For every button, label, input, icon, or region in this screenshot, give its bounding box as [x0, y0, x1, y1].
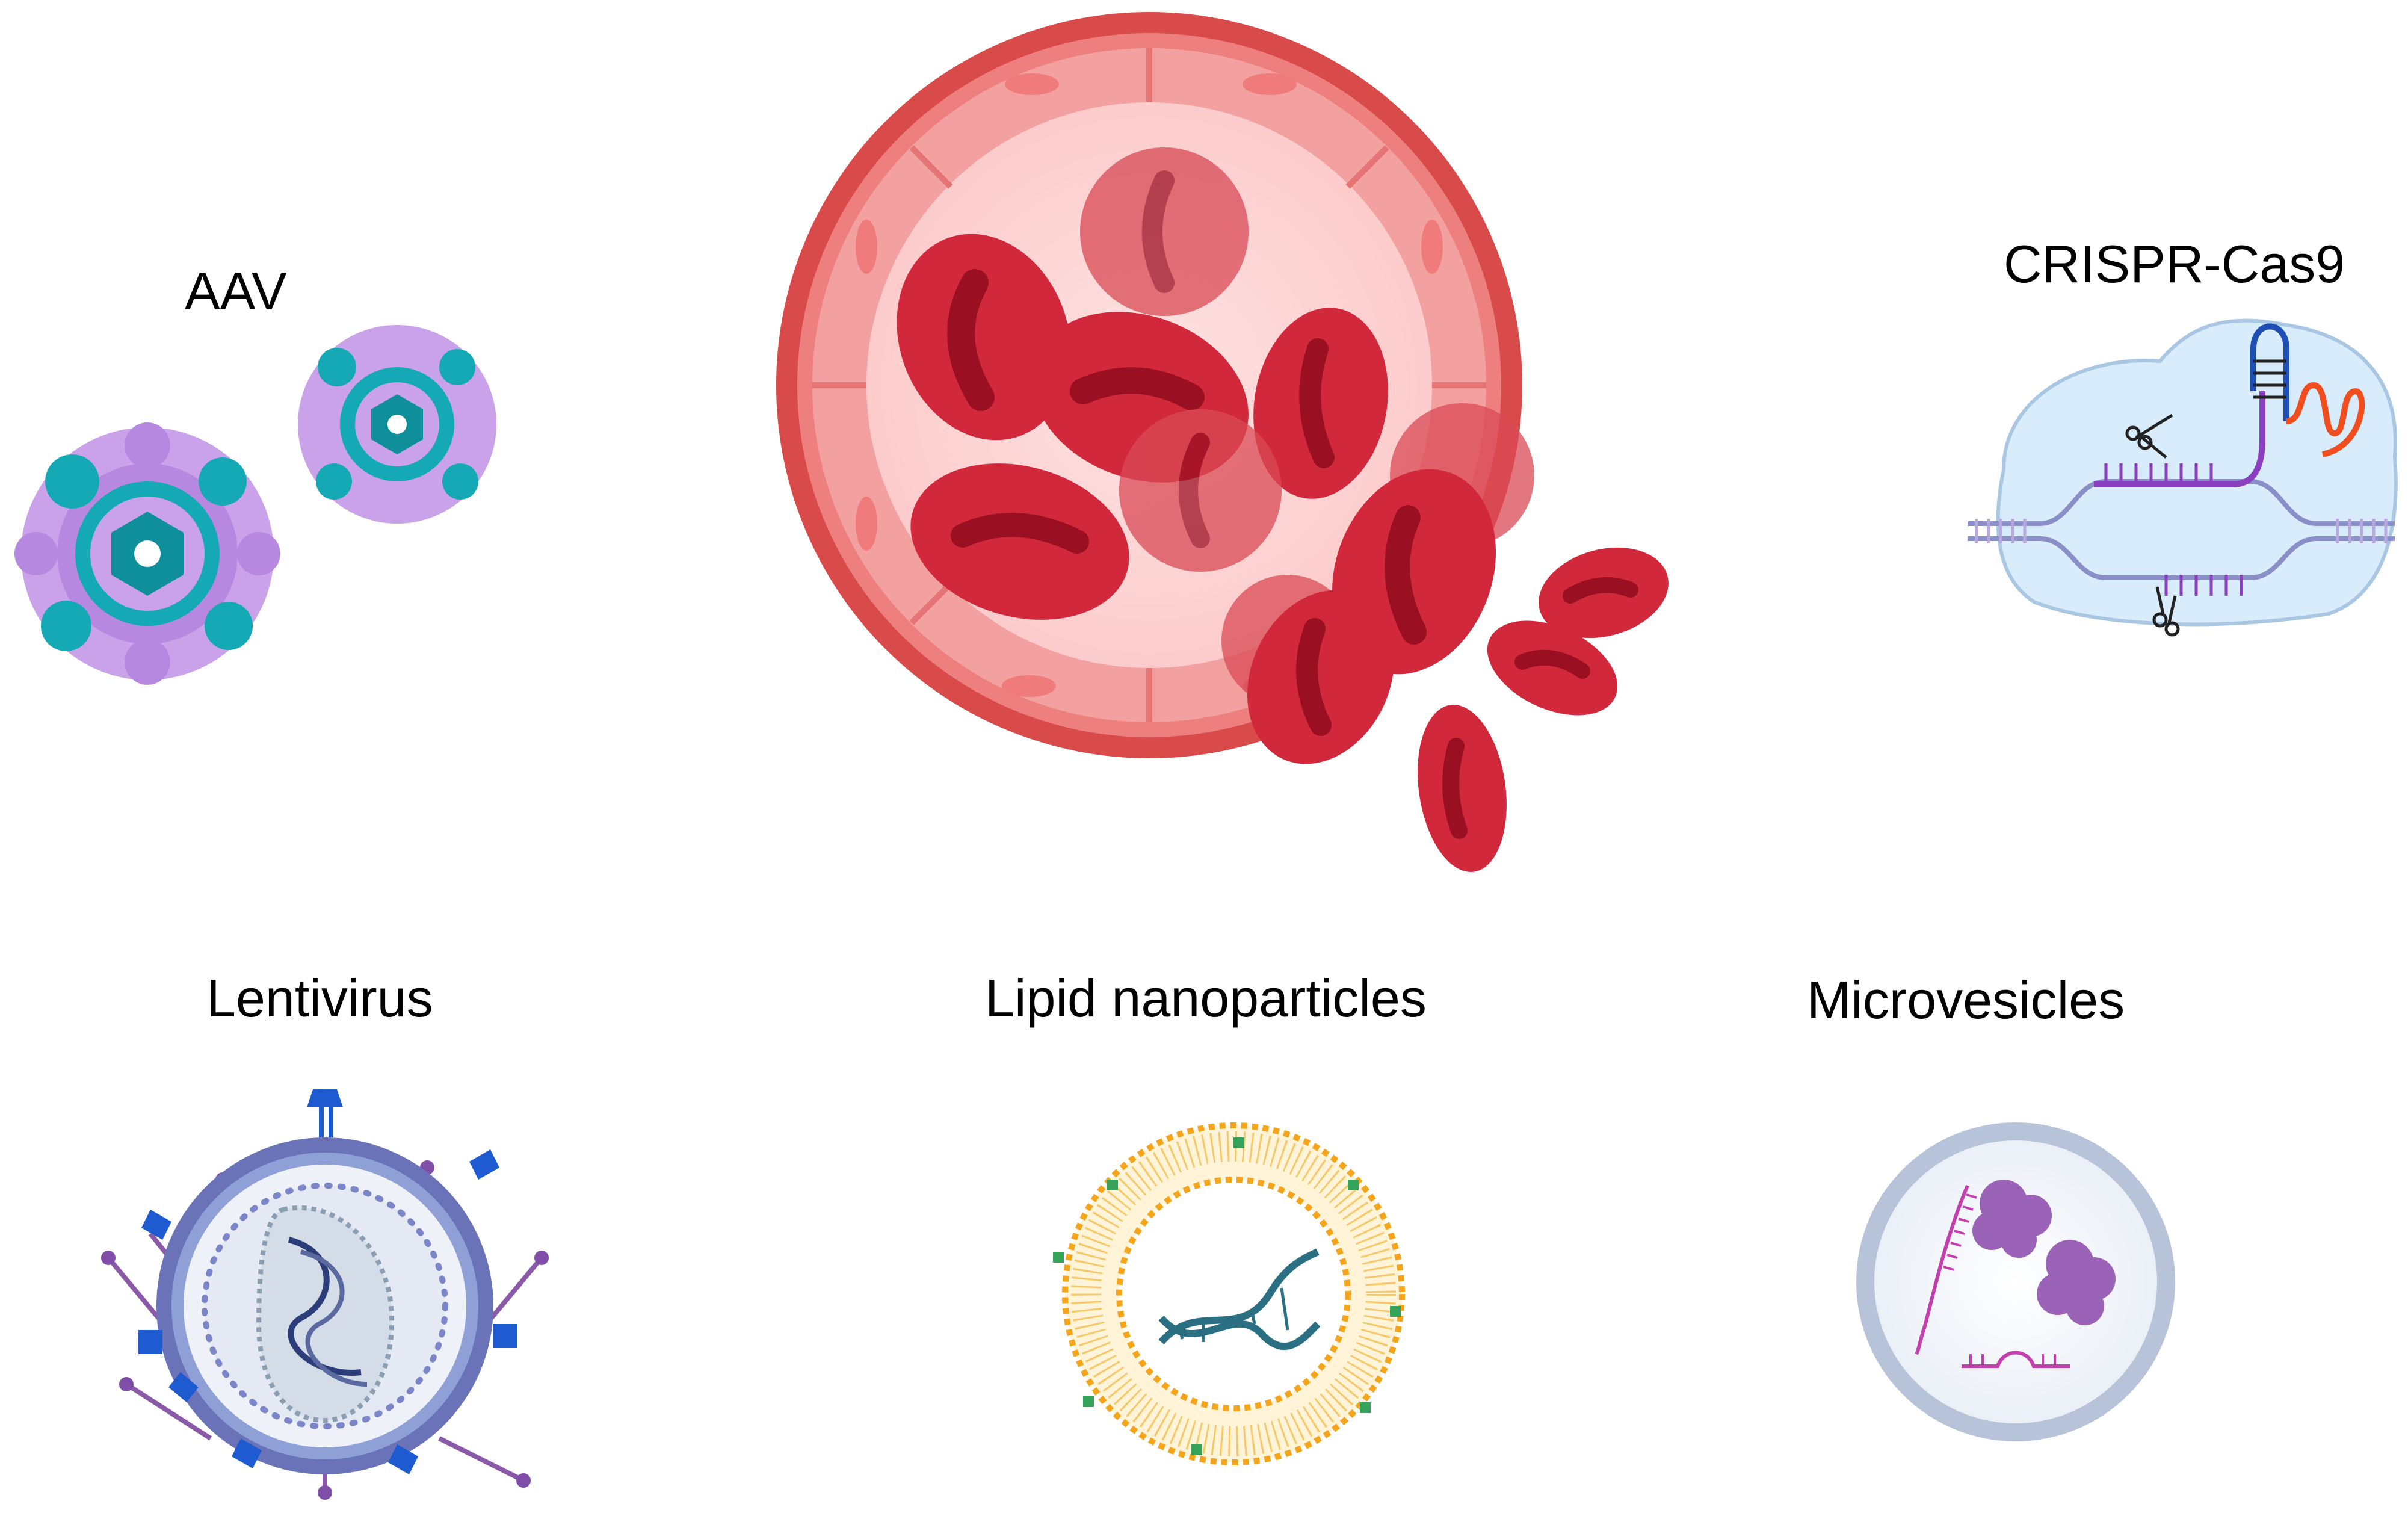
- crispr-cas9-label: CRISPR-Cas9: [2004, 234, 2345, 294]
- rbc-icon: [1539, 547, 1669, 639]
- rbc-icon: [897, 234, 1071, 441]
- lentivirus-label: Lentivirus: [206, 968, 433, 1028]
- lipid-nanoparticle-icon: [1053, 1122, 1405, 1465]
- crispr-cas9-complex-icon: [1968, 318, 2398, 637]
- aav-small-capsid-icon: [298, 325, 496, 524]
- microvesicle-icon: [1856, 1122, 2175, 1441]
- scissors-icon: [2125, 413, 2180, 637]
- rbc-icon: [910, 463, 1129, 620]
- rbc-translucent-icon: [1080, 147, 1249, 316]
- aav-large-capsid-icon: [14, 422, 280, 685]
- rbc-icon: [1253, 308, 1388, 499]
- lentivirus-icon: [101, 1089, 549, 1500]
- microvesicles-label: Microvesicles: [1807, 970, 2125, 1030]
- protein-icon: [2037, 1240, 2116, 1325]
- rbc-icon: [1487, 620, 1618, 716]
- red-blood-cells: [897, 147, 1669, 872]
- rbc-translucent-icon: [1119, 409, 1282, 572]
- rna-strand-icon: [1915, 1184, 1969, 1355]
- dna-helix-icon: [1158, 1248, 1321, 1351]
- aav-label: AAV: [185, 261, 287, 321]
- rbc-icon: [1247, 590, 1394, 764]
- lipid-nanoparticles-label: Lipid nanoparticles: [985, 968, 1427, 1028]
- rbc-icon: [1418, 705, 1507, 872]
- protein-icon: [1972, 1180, 2052, 1258]
